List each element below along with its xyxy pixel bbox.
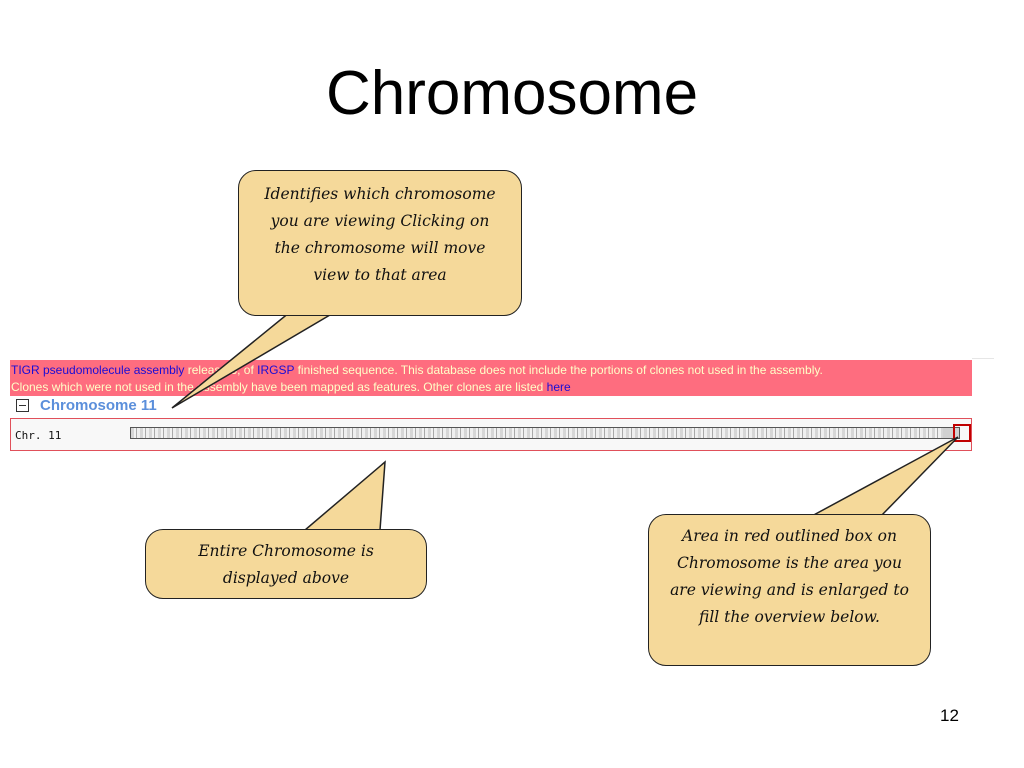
database-info-banner: TIGR pseudomolecule assembly release 3, … (10, 360, 972, 396)
entire-chromosome-callout: Entire Chromosome is displayed above (145, 529, 427, 599)
callout-text-top: Identifies which chromosome you are view… (264, 185, 496, 284)
bottom-right-callout-pointer (809, 436, 959, 518)
irgsp-link[interactable]: IRGSP (257, 363, 295, 377)
chromosome-identifier-callout: Identifies which chromosome you are view… (238, 170, 522, 316)
chromosome-bar[interactable] (130, 427, 960, 439)
current-view-box[interactable] (953, 424, 971, 442)
clones-here-link[interactable]: here (546, 380, 571, 394)
banner-text-3: Clones which were not used in the assemb… (11, 380, 547, 394)
callout-text-bottom-left: Entire Chromosome is displayed above (198, 542, 374, 587)
banner-text-2: finished sequence. This database does no… (294, 363, 823, 377)
collapse-toggle-icon[interactable] (16, 399, 29, 412)
divider (972, 358, 994, 359)
chromosome-label: Chr. 11 (15, 429, 62, 442)
viewing-area-callout: Area in red outlined box on Chromosome i… (648, 514, 931, 666)
banner-line-2: Clones which were not used in the assemb… (11, 379, 571, 395)
tigr-assembly-link[interactable]: TIGR pseudomolecule assembly (11, 363, 185, 377)
slide-title: Chromosome (325, 59, 699, 128)
callout-text-bottom-right: Area in red outlined box on Chromosome i… (670, 527, 909, 626)
chromosome-bar-end (943, 428, 959, 438)
chromosome-heading[interactable]: Chromosome 11 (40, 397, 157, 414)
top-callout-pointer (171, 311, 338, 409)
chromosome-overview-panel: Chr. 11 (10, 418, 972, 451)
page-number: 12 (940, 706, 959, 725)
banner-line-1: TIGR pseudomolecule assembly release 3, … (11, 362, 823, 378)
bottom-left-callout-pointer (302, 460, 386, 531)
